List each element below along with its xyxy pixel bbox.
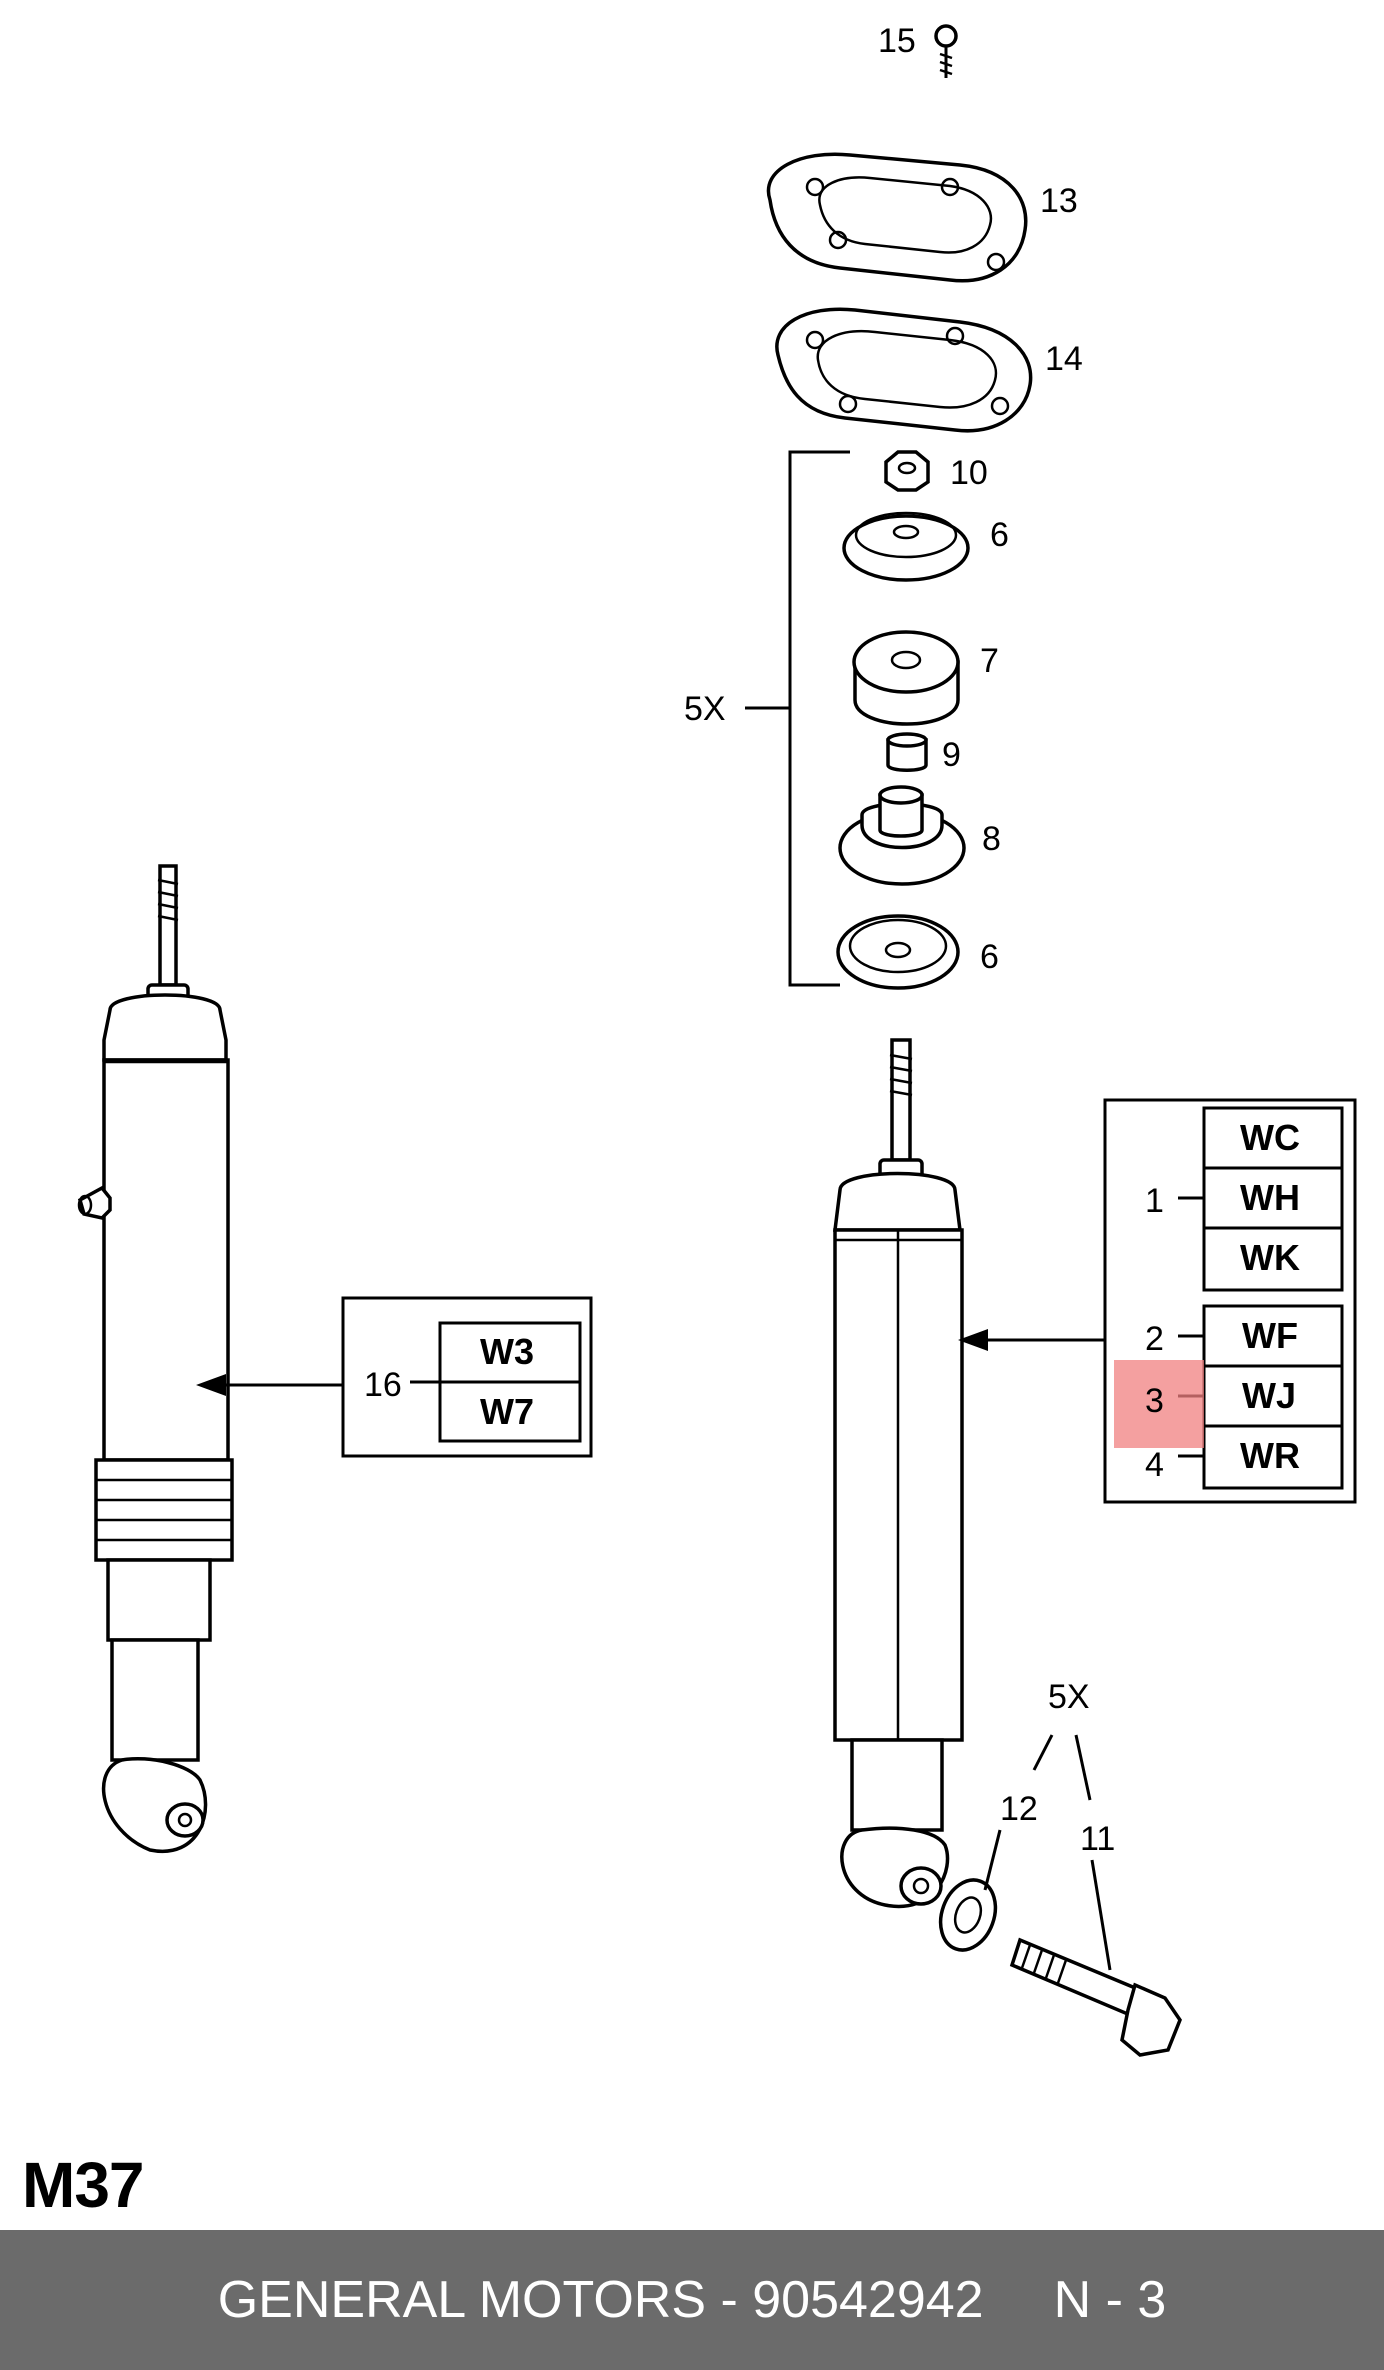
- callout-5x-top: 5X: [684, 690, 726, 728]
- gasket-14: [775, 307, 1033, 433]
- callout-8: 8: [982, 820, 1001, 858]
- callout-box-right: [958, 1098, 1357, 1504]
- shock-absorber-right: [833, 1038, 964, 1909]
- shock-absorber-left: [77, 864, 234, 1854]
- callout-4: 4: [1145, 1446, 1164, 1484]
- code-wh: WH: [1240, 1177, 1300, 1218]
- leaders-5x-bottom: [983, 1734, 1112, 1971]
- code-w3: W3: [480, 1331, 534, 1372]
- nut-10: [884, 450, 930, 492]
- callout-15: 15: [878, 22, 916, 60]
- mount-plate-13: [766, 152, 1028, 283]
- callout-12: 12: [1000, 1790, 1038, 1828]
- code-wr: WR: [1240, 1435, 1300, 1476]
- callout-6-top: 6: [990, 516, 1009, 554]
- code-w7: W7: [480, 1391, 534, 1432]
- callout-3: 3: [1145, 1382, 1164, 1420]
- sleeve-9: [886, 732, 928, 772]
- code-wf: WF: [1242, 1315, 1298, 1356]
- bushing-7: [852, 630, 960, 726]
- callout-7: 7: [980, 642, 999, 680]
- page-code: M37: [22, 2149, 144, 2221]
- washer-6-top: [842, 511, 970, 582]
- callout-box-16: [196, 1296, 593, 1458]
- callout-13: 13: [1040, 182, 1078, 220]
- footer-bar: GENERAL MOTORS - 90542942 N - 3: [0, 2230, 1384, 2370]
- washer-6-bottom: [836, 914, 960, 990]
- code-wj: WJ: [1242, 1375, 1296, 1416]
- callout-10: 10: [950, 454, 988, 492]
- screw-15: [934, 24, 958, 78]
- code-wc: WC: [1240, 1117, 1300, 1158]
- callout-2: 2: [1145, 1320, 1164, 1358]
- callout-6-bottom: 6: [980, 938, 999, 976]
- group-bracket-5x-top: [745, 450, 850, 987]
- callout-14: 14: [1045, 340, 1083, 378]
- code-wk: WK: [1240, 1237, 1300, 1278]
- footer-source: GENERAL MOTORS - 90542942: [217, 2271, 984, 2329]
- callout-11: 11: [1080, 1820, 1115, 1858]
- callout-5x-bottom: 5X: [1048, 1678, 1090, 1716]
- callout-16: 16: [364, 1366, 402, 1404]
- mount-8: [838, 785, 966, 886]
- parts-diagram: 15 13 14 5X 10 6 7: [77, 22, 1357, 2057]
- callout-1: 1: [1145, 1182, 1164, 1220]
- highlight-marker: [1114, 1360, 1204, 1448]
- washer-12: [938, 1878, 998, 1952]
- callout-9: 9: [942, 736, 961, 774]
- footer-page: N - 3: [1053, 2271, 1167, 2329]
- bolt-11: [1009, 1937, 1182, 2057]
